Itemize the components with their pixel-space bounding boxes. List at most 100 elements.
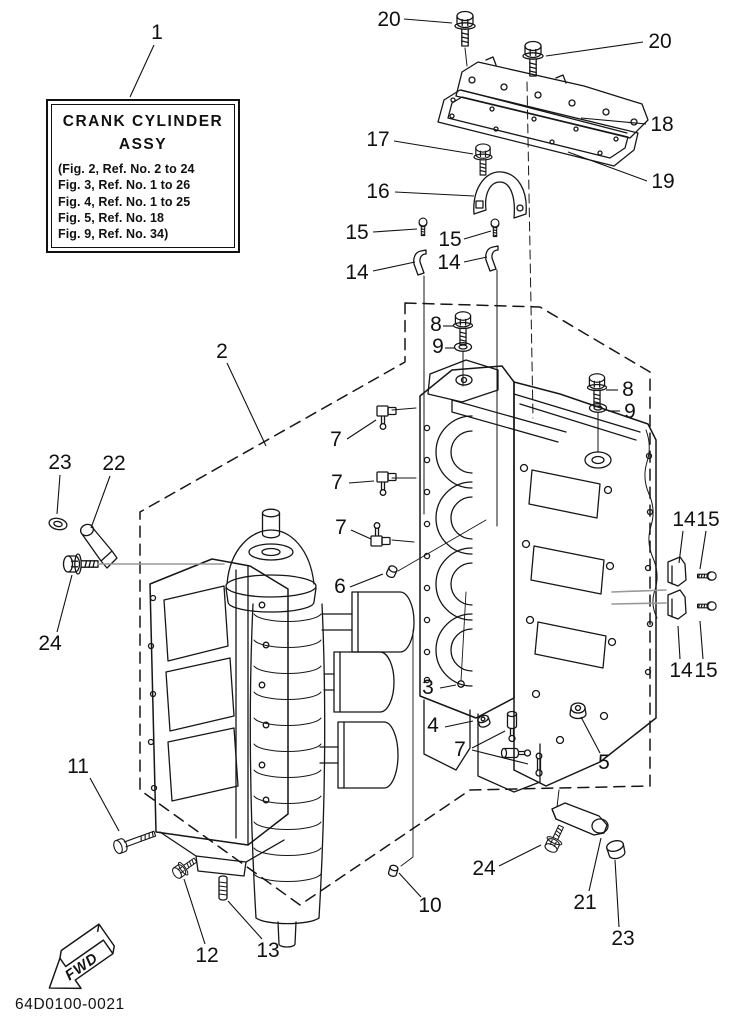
leader-line [183, 878, 206, 945]
callout-12: 12 [195, 944, 218, 967]
plug-4 [477, 714, 491, 728]
callout-19: 19 [651, 170, 674, 193]
info-box-title-line1: CRANK CYLINDER [62, 113, 224, 130]
ref-line: Fig. 3, Ref. No. 1 to 26 [58, 178, 191, 193]
callout-14: 14 [345, 261, 369, 284]
leader-line [348, 480, 375, 484]
leader-line [678, 530, 684, 564]
callout-4: 4 [427, 714, 439, 737]
clamp-14-right-top [667, 556, 687, 587]
grommet-23 [48, 517, 68, 531]
info-box-inner: CRANK CYLINDER ASSY (Fig. 2, Ref. No. 2 … [51, 104, 235, 248]
leader-line [56, 574, 73, 633]
cover-centerline [526, 81, 534, 419]
leader-line [350, 529, 372, 540]
info-box: CRANK CYLINDER ASSY (Fig. 2, Ref. No. 2 … [46, 99, 240, 253]
callout-8: 8 [622, 378, 634, 401]
callout-14: 14 [437, 251, 461, 274]
anode-21 [551, 802, 609, 836]
callout-7: 7 [330, 428, 342, 451]
callout-16: 16 [366, 180, 389, 203]
callout-20: 20 [377, 8, 400, 31]
gasket [437, 89, 639, 167]
callout-7: 7 [335, 516, 347, 539]
callout-15: 15 [438, 228, 461, 251]
leader-line [471, 730, 506, 749]
screw-15-mid [490, 218, 500, 238]
leader-line [463, 230, 492, 240]
ref-line: (Fig. 2, Ref. No. 2 to 24 [58, 162, 195, 176]
callout-17: 17 [366, 128, 389, 151]
leader-line [699, 530, 707, 570]
plug-10 [387, 864, 399, 877]
callout-10: 10 [418, 894, 441, 917]
plug-5 [569, 702, 587, 720]
callout-14: 14 [672, 508, 696, 531]
callout-8: 8 [430, 313, 442, 336]
callout-24: 24 [38, 632, 62, 655]
crankshaft-assembly [225, 508, 326, 948]
cover-plate [455, 56, 649, 139]
ref-line: Fig. 5, Ref. No. 18 [58, 210, 165, 225]
callout-2: 2 [216, 340, 228, 363]
bolt-24-bottom [541, 822, 569, 856]
leader-line [129, 44, 155, 98]
drawing-part-number: 64D0100-0021 [15, 996, 125, 1013]
bolt-17 [473, 143, 493, 176]
callout-6: 6 [334, 575, 346, 598]
leader-line [588, 837, 602, 892]
leader-line [227, 900, 263, 940]
leader-line [56, 474, 61, 515]
bolt-24-left [62, 553, 99, 575]
leader-line [372, 228, 418, 233]
fwd-arrow: FWD [48, 923, 115, 990]
callout-9: 9 [432, 335, 444, 358]
callout-15: 15 [345, 221, 368, 244]
stud-13 [218, 875, 228, 901]
leader-line [580, 117, 647, 125]
piston-1 [321, 591, 415, 653]
ref-line: Fig. 4, Ref. No. 1 to 25 [58, 194, 191, 209]
screw-15-right-top [697, 571, 717, 581]
leader-line [349, 573, 384, 588]
callout-23: 23 [48, 451, 71, 474]
fitting-7-b [500, 747, 532, 759]
cylinder-block [423, 381, 658, 793]
callout-3: 3 [422, 676, 434, 699]
clamp-16 [473, 171, 527, 219]
ball-3-line [460, 591, 467, 682]
leader-line [372, 261, 416, 272]
leader-line [545, 41, 644, 57]
callout-24: 24 [472, 857, 496, 880]
callout-13: 13 [256, 939, 279, 962]
plug-10-line [400, 629, 414, 867]
callout-15: 15 [696, 508, 719, 531]
clamp-14-right-bottom [667, 589, 687, 620]
callout-15: 15 [694, 659, 717, 682]
piston-3 [319, 721, 399, 789]
screw-15-left [418, 217, 428, 237]
screw-15-right-bottom [697, 601, 717, 611]
bolt-11 [111, 826, 158, 856]
clip-7-3 [370, 522, 391, 547]
callout-14: 14 [669, 659, 693, 682]
plug-6-line [397, 519, 487, 572]
leader-line [463, 256, 488, 263]
callout-5: 5 [598, 751, 610, 774]
assembly-boundary [139, 302, 651, 906]
leader-line [677, 625, 681, 660]
anode-21-hanger [556, 789, 560, 808]
callout-7: 7 [454, 738, 466, 761]
leader-line [346, 419, 377, 440]
ref-line: Fig. 9, Ref. No. 34) [58, 227, 169, 242]
callout-21: 21 [573, 891, 596, 914]
leader-line [699, 620, 704, 660]
leader-line [614, 859, 620, 928]
bolt-20-insert-line [464, 47, 468, 67]
leader-line [444, 720, 474, 728]
leader-line [439, 684, 457, 689]
hook-14-left [413, 249, 427, 276]
